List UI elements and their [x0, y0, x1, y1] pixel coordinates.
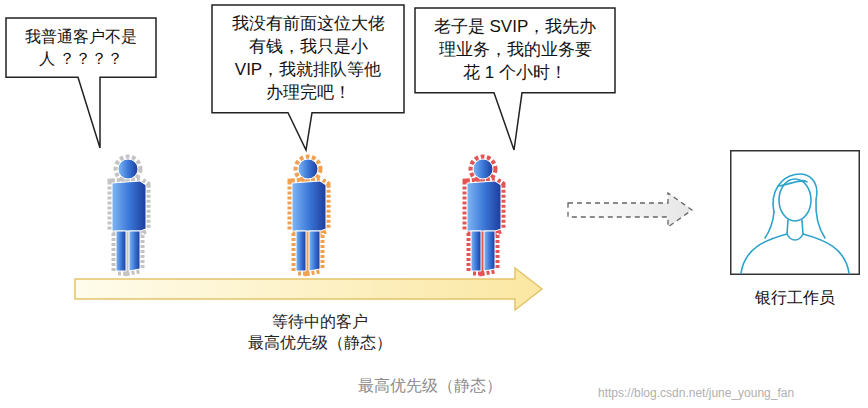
service-arrow [568, 193, 692, 227]
customer-figure [467, 159, 501, 271]
clerk-label: 银行工作员 [755, 287, 835, 309]
speech-text: 老子是 SVIP，我先办 理业务，我的业务要 花 1 个小时！ [429, 16, 601, 85]
bubble-path [415, 8, 615, 150]
clerk-box: 银行工作员 [730, 150, 860, 275]
axis-label: 等待中的客户 最高优先级（静态） [240, 312, 400, 354]
clerk-outline [730, 150, 860, 275]
watermark: https://blog.csdn.net/june_young_fan [598, 386, 866, 402]
queue-arrow [75, 268, 542, 310]
bubble-path [212, 5, 404, 150]
bubble-path [6, 18, 156, 148]
customer-figure [112, 159, 146, 271]
speech-bubble: 我没有前面这位大佬 有钱，我只是小 VIP，我就排队等他 办理完吧！ [212, 5, 404, 113]
clerk-figure [741, 174, 849, 273]
bubble-outline [6, 18, 156, 77]
speech-bubble: 我普通客户不是人 ？？？？ [6, 18, 156, 77]
clerk-frame [731, 151, 860, 275]
speech-text: 我没有前面这位大佬 有钱，我只是小 VIP，我就排队等他 办理完吧！ [226, 13, 390, 105]
speech-text: 我普通客户不是人 ？？？？ [20, 26, 142, 69]
caption: 最高优先级（静态） [330, 376, 530, 397]
speech-bubble: 老子是 SVIP，我先办 理业务，我的业务要 花 1 个小时！ [415, 8, 615, 93]
customer-figure [292, 159, 326, 271]
